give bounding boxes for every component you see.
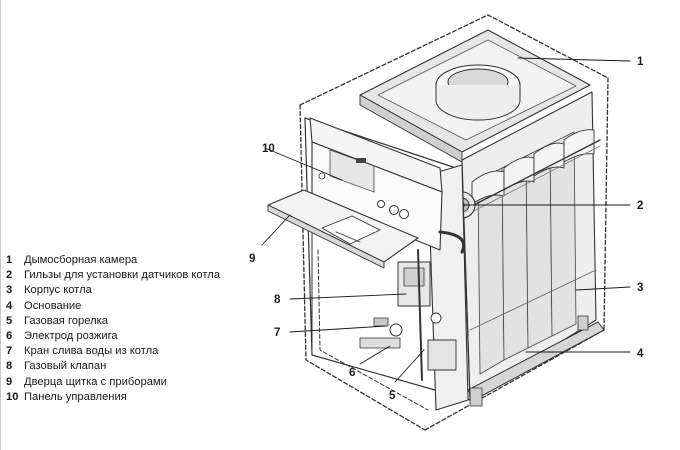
parts-legend: 1 Дымосборная камера 2 Гильзы для устано… <box>6 253 241 405</box>
callout-3: 3 <box>637 282 643 294</box>
legend-number: 4 <box>6 299 13 312</box>
legend-label: Газовая горелка <box>24 314 108 327</box>
callout-8: 8 <box>274 294 281 306</box>
legend-label: Панель управления <box>24 390 127 403</box>
legend-number: 7 <box>6 345 13 358</box>
flue-collector <box>359 29 591 163</box>
boiler-body <box>448 91 605 407</box>
legend-item-5: 5 Газовая горелка <box>6 314 241 329</box>
legend-item-4: 4 Основание <box>6 299 241 314</box>
callout-2: 2 <box>637 200 643 212</box>
legend-label: Дымосборная камера <box>24 254 138 266</box>
legend-item-6: 6 Электрод розжига <box>6 329 241 344</box>
legend-number: 10 <box>6 390 19 403</box>
callout-6: 6 <box>349 367 355 379</box>
legend-number: 2 <box>6 269 13 282</box>
callout-10: 10 <box>262 143 275 155</box>
legend-number: 5 <box>6 314 13 327</box>
callout-5: 5 <box>389 390 396 402</box>
legend-label: Газовый клапан <box>24 360 107 373</box>
legend-item-8: 8 Газовый клапан <box>6 359 241 374</box>
callout-7: 7 <box>274 327 280 339</box>
callout-4: 4 <box>637 348 644 360</box>
legend-item-10: 10 Панель управления <box>6 390 241 405</box>
legend-number: 3 <box>6 284 13 297</box>
legend-label: Электрод розжига <box>24 330 118 343</box>
legend-label: Кран слива воды из котла <box>24 345 159 358</box>
callout-9: 9 <box>249 253 255 265</box>
left-border-line <box>0 0 1 450</box>
legend-number: 1 <box>6 254 13 266</box>
legend-item-7: 7 Кран слива воды из котла <box>6 344 241 359</box>
gas-valve-assembly <box>359 230 466 381</box>
legend-number: 8 <box>6 360 13 373</box>
legend-number: 6 <box>6 330 13 343</box>
legend-item-9: 9 Дверца щитка с приборами <box>6 375 241 390</box>
legend-number: 9 <box>6 375 13 388</box>
legend-label: Гильзы для установки датчиков котла <box>24 269 221 282</box>
legend-label: Корпус котла <box>24 284 92 297</box>
callout-1: 1 <box>637 56 644 68</box>
control-panel <box>309 117 443 251</box>
legend-label: Основание <box>24 299 82 312</box>
legend-item-1: 1 Дымосборная камера <box>6 253 241 268</box>
legend-item-2: 2 Гильзы для установки датчиков котла <box>6 268 241 283</box>
instrument-door <box>267 189 419 269</box>
legend-item-3: 3 Корпус котла <box>6 283 241 298</box>
callout-numbers: 1 2 3 4 5 6 7 8 9 10 <box>249 56 644 402</box>
leader-lines <box>261 57 631 383</box>
legend-label: Дверца щитка с приборами <box>24 375 167 388</box>
